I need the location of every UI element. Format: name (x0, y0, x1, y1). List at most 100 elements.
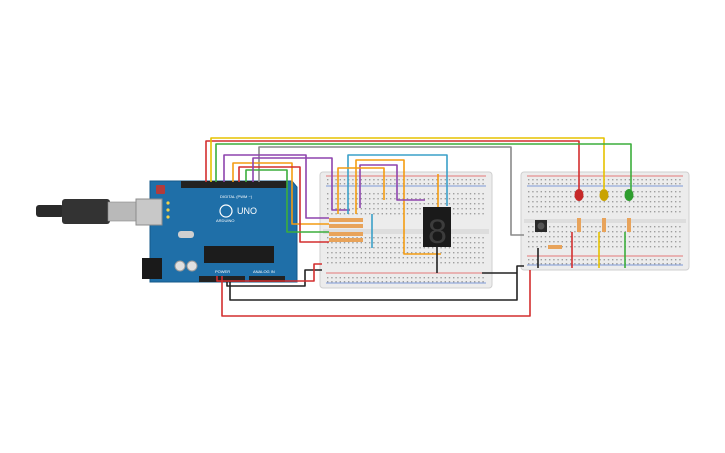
resistor-array[interactable] (329, 218, 363, 242)
breadboard-hole (544, 241, 547, 243)
wire-orange-2[interactable] (355, 159, 441, 255)
breadboard-hole (574, 206, 576, 208)
breadboard-hole (641, 226, 643, 228)
breadboard-hole (536, 183, 538, 185)
breadboard-hole (599, 191, 601, 193)
wire-yellow-top[interactable] (210, 137, 605, 190)
breadboard-hole (553, 241, 555, 243)
breadboard-hole (570, 206, 572, 208)
breadboard-hole (419, 213, 421, 215)
breadboard-hole (394, 262, 396, 264)
breadboard-hole (536, 191, 538, 193)
breadboard-hole (348, 252, 350, 254)
breadboard-hole (570, 246, 572, 248)
breadboard-hole (666, 259, 668, 261)
breadboard-hole (570, 196, 572, 198)
breadboard-hole (440, 257, 442, 259)
wire-black-bb1[interactable] (226, 269, 322, 287)
breadboard-hole (532, 259, 534, 261)
arduino-uno-board[interactable]: ARDUINO UNO DIGITAL (PWM ~) POWER ANALOG… (135, 180, 298, 283)
breadboard-left[interactable] (319, 171, 493, 289)
breadboard-hole (440, 183, 442, 185)
breadboard-hole (540, 241, 542, 243)
breadboard-hole (343, 183, 346, 185)
wire-cyan-top[interactable] (347, 154, 448, 214)
wire-black-gnd[interactable] (229, 265, 524, 301)
breadboard-hole (670, 259, 673, 261)
breadboard-hole (327, 203, 329, 205)
breadboard-hole (478, 208, 480, 210)
breadboard-hole (649, 259, 652, 261)
breadboard-hole (528, 241, 530, 243)
breadboard-hole (612, 201, 614, 203)
breadboard-hole (406, 183, 409, 185)
breadboard-hole (411, 183, 413, 185)
wire-green-top[interactable] (215, 143, 632, 190)
breadboard-hole (532, 206, 534, 208)
breadboard-hole (654, 241, 656, 243)
breadboard-hole (565, 191, 568, 193)
breadboard-hole (633, 241, 635, 243)
seven-segment-display[interactable]: 8 (423, 207, 451, 251)
breadboard-hole (419, 203, 421, 205)
breadboard-hole (666, 196, 668, 198)
breadboard-hole (628, 179, 631, 181)
breadboard-hole (469, 252, 472, 254)
breadboard-hole (670, 183, 673, 185)
breadboard-hole (679, 211, 681, 213)
wire-purple-1[interactable] (223, 154, 329, 219)
wire-red-top[interactable] (205, 140, 580, 190)
breadboard-hole (377, 179, 379, 181)
breadboard-hole (586, 191, 589, 193)
breadboard-hole (385, 213, 388, 215)
breadboard-hole (453, 247, 455, 249)
breadboard-hole (528, 246, 530, 248)
breadboard-hole (591, 263, 593, 265)
usb-cable[interactable] (36, 199, 147, 224)
breadboard-hole (645, 236, 647, 238)
breadboard-hole (327, 277, 329, 279)
breadboard-hole (641, 191, 643, 193)
wire-orange-1[interactable] (232, 162, 329, 225)
breadboard-hole (369, 277, 371, 279)
arduino-reset-button[interactable] (156, 185, 165, 194)
breadboard-hole (624, 201, 626, 203)
breadboard-hole (591, 226, 593, 228)
breadboard-hole (532, 179, 534, 181)
breadboard-hole (394, 277, 396, 279)
breadboard-hole (544, 211, 547, 213)
breadboard-hole (582, 231, 584, 233)
button-resistor[interactable] (548, 245, 562, 249)
breadboard-hole (402, 257, 404, 259)
breadboard-hole (620, 226, 622, 228)
breadboard-hole (616, 183, 618, 185)
breadboard-hole (561, 246, 563, 248)
pushbutton[interactable] (535, 220, 547, 232)
wire-orange-3[interactable] (337, 167, 385, 214)
breadboard-hole (633, 179, 635, 181)
led-red[interactable] (574, 189, 584, 232)
breadboard-hole (649, 211, 652, 213)
breadboard-hole (415, 242, 417, 244)
breadboard-hole (339, 203, 341, 205)
breadboard-hole (670, 191, 673, 193)
wire-red-power[interactable] (221, 270, 531, 317)
led-green[interactable] (624, 189, 634, 232)
breadboard-hole (607, 263, 610, 265)
breadboard-hole (595, 259, 597, 261)
breadboard-hole (385, 257, 388, 259)
wire-green-2[interactable] (245, 169, 329, 233)
breadboard-hole (570, 226, 572, 228)
breadboard-hole (381, 179, 383, 181)
breadboard-hole (649, 226, 652, 228)
breadboard-hole (381, 213, 383, 215)
wire-red-2[interactable] (238, 166, 329, 243)
breadboard-hole (474, 242, 476, 244)
wire-purple-3[interactable] (359, 164, 425, 208)
breadboard-hole (603, 206, 605, 208)
breadboard-hole (461, 183, 463, 185)
led-yellow[interactable] (599, 189, 609, 232)
breadboard-hole (658, 191, 660, 193)
wire-red-bb1[interactable] (216, 263, 322, 282)
